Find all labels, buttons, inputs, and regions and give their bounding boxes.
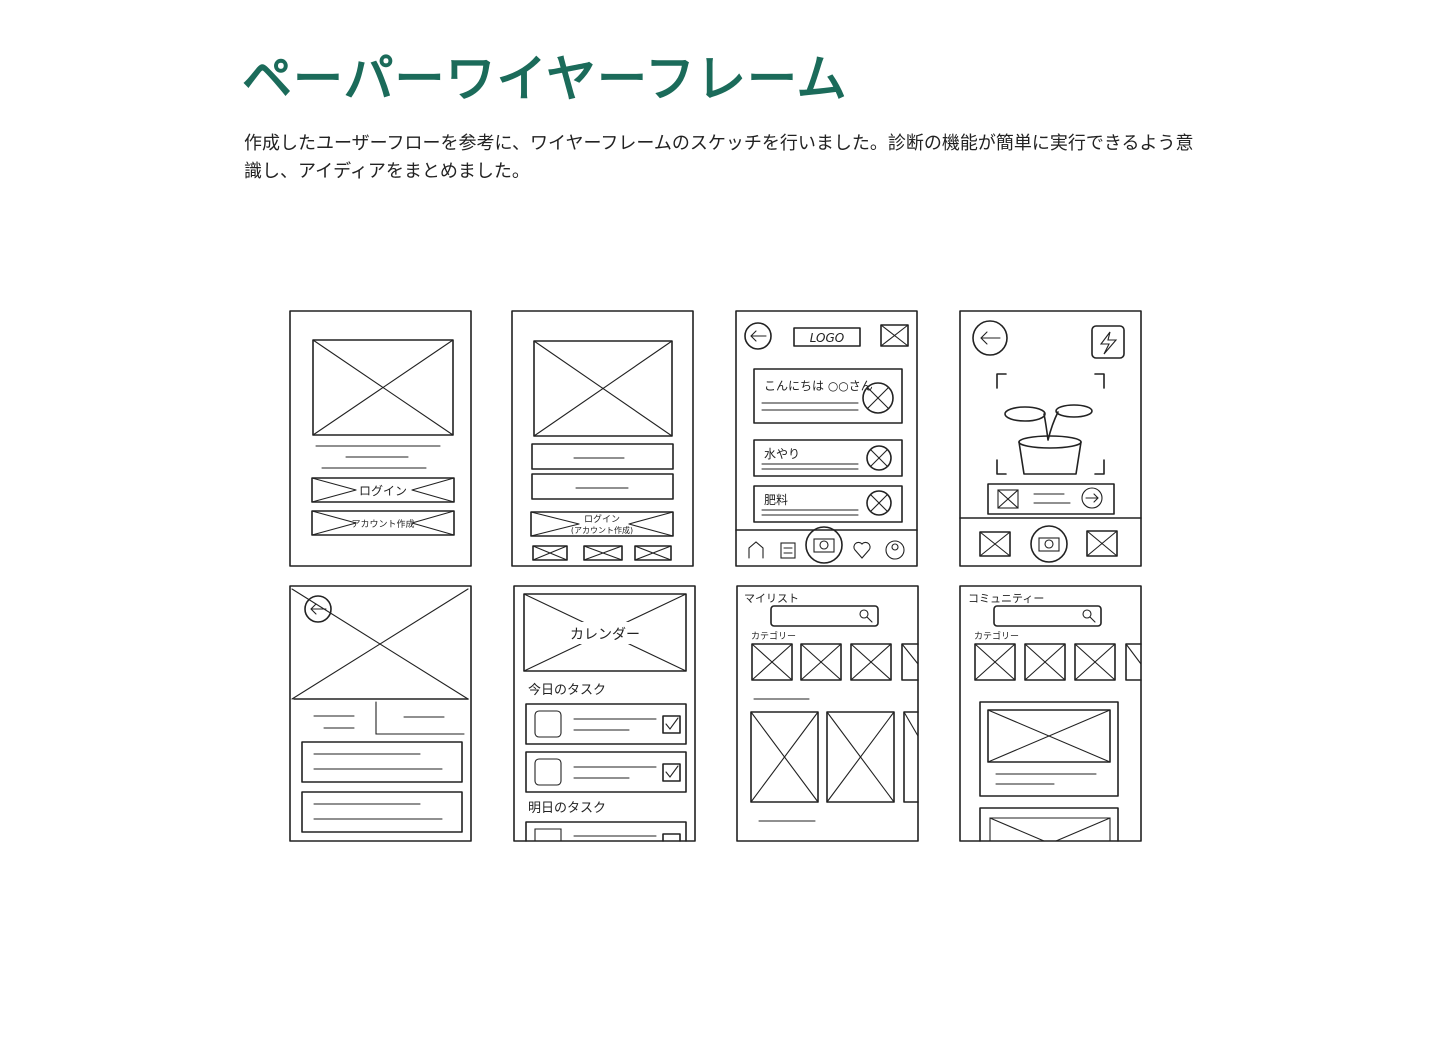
profile-icon xyxy=(885,540,905,560)
signup-button-sketch: アカウント作成 xyxy=(311,510,455,536)
phone-frame xyxy=(511,310,694,567)
back-icon xyxy=(744,322,772,350)
greeting-text: こんにちは ○○さん xyxy=(764,379,873,393)
task-row xyxy=(525,703,687,745)
search-bar-sketch xyxy=(770,605,879,627)
phone-frame xyxy=(513,585,696,842)
sketch-camera xyxy=(959,310,1142,567)
hero-image-placeholder xyxy=(291,588,469,700)
back-icon xyxy=(972,320,1008,356)
home-icon xyxy=(748,541,764,559)
login-button-sketch: ログイン xyxy=(311,477,455,503)
sketch-login: ログイン アカウント作成 xyxy=(289,310,472,567)
task-card-watering: 水やり xyxy=(753,439,903,477)
sketch-plant-detail xyxy=(289,585,472,842)
arrow-left-icon xyxy=(310,603,327,615)
checkbox-checked-icon xyxy=(665,765,679,778)
mylist-title: マイリスト xyxy=(744,592,799,605)
search-icon xyxy=(1082,609,1092,619)
task-card-fertilizer: 肥料 xyxy=(753,485,903,523)
signup-label: (アカウント作成) xyxy=(571,525,633,535)
category-label: カテゴリー xyxy=(751,630,796,642)
community-title: コミュニティー xyxy=(968,592,1044,605)
search-bar-sketch xyxy=(993,605,1102,627)
arrow-right-icon xyxy=(1081,487,1103,509)
phone-frame xyxy=(289,310,472,567)
task-row xyxy=(525,751,687,793)
heart-icon xyxy=(853,541,871,559)
viewfinder-corners xyxy=(996,373,1105,475)
sketch-my-list: マイリスト カテゴリー xyxy=(736,585,919,842)
list-icon xyxy=(780,542,796,559)
camera-button xyxy=(805,526,843,564)
login-button-sketch: ログイン (アカウント作成) xyxy=(530,511,674,537)
post-card xyxy=(979,701,1119,797)
input-sketch xyxy=(531,473,674,500)
tab-bar-sketch xyxy=(735,526,918,564)
calendar-label: カレンダー xyxy=(570,627,640,643)
info-card xyxy=(301,741,463,783)
search-icon xyxy=(859,609,869,619)
checkbox-checked-icon xyxy=(665,717,679,730)
sketch-login-form: ログイン (アカウント作成) xyxy=(511,310,694,567)
sketch-community: コミュニティー カテゴリー xyxy=(959,585,1142,842)
input-sketch xyxy=(531,443,674,470)
category-row xyxy=(974,643,1142,681)
tab-switch-sketch xyxy=(313,701,465,735)
sketch-home: LOGO こんにちは ○○さん 水やり 肥料 xyxy=(735,310,918,567)
phone-frame xyxy=(959,585,1142,842)
page-title: ペーパーワイヤーフレーム xyxy=(242,50,848,108)
plant-illustration xyxy=(1004,404,1093,475)
info-card xyxy=(301,791,463,833)
phone-frame xyxy=(959,310,1142,567)
task-icon xyxy=(866,445,892,471)
login-label: ログイン xyxy=(359,484,407,498)
greeting-card: こんにちは ○○さん xyxy=(753,368,903,424)
shutter-button xyxy=(1030,525,1068,563)
task-row xyxy=(525,821,687,842)
logo-box xyxy=(793,327,861,347)
social-buttons-sketch xyxy=(532,545,672,561)
image-placeholder xyxy=(312,339,454,436)
calendar-placeholder: カレンダー xyxy=(523,593,687,672)
wireframe-sketches: ログイン アカウント作成 ログイン (アカウント作成 xyxy=(284,306,1154,855)
arrow-left-icon xyxy=(750,330,767,342)
image-icon xyxy=(880,324,909,347)
arrow-left-icon xyxy=(980,331,1001,345)
image-placeholder xyxy=(533,340,673,437)
post-card xyxy=(979,807,1119,842)
plant-grid xyxy=(750,711,919,803)
flash-icon xyxy=(1099,331,1118,355)
task-icon xyxy=(866,490,892,516)
phone-frame xyxy=(736,585,919,842)
today-heading: 今日のタスク xyxy=(528,682,606,698)
sketch-calendar: カレンダー 今日のタスク 明日のタスク xyxy=(513,585,696,842)
wireframe-sketches-svg: ログイン アカウント作成 ログイン (アカウント作成 xyxy=(289,310,1142,842)
task-label: 水やり xyxy=(764,447,800,461)
camera-icon xyxy=(1038,537,1060,552)
result-bar-sketch xyxy=(987,483,1115,515)
phone-frame xyxy=(735,310,918,567)
back-icon xyxy=(304,595,332,623)
login-label: ログイン xyxy=(584,513,620,525)
plant-icon xyxy=(862,382,894,414)
flash-button xyxy=(1091,325,1125,359)
page-description: 作成したユーザーフローを参考に、ワイヤーフレームのスケッチを行いました。診断の機… xyxy=(244,133,1194,182)
task-label: 肥料 xyxy=(764,493,788,507)
logo-text: LOGO xyxy=(810,331,845,345)
phone-frame xyxy=(289,585,472,842)
signup-label: アカウント作成 xyxy=(351,518,414,530)
camera-tab-bar xyxy=(979,525,1118,563)
camera-icon xyxy=(813,538,835,553)
category-label: カテゴリー xyxy=(974,630,1019,642)
category-row xyxy=(751,643,919,681)
tomorrow-heading: 明日のタスク xyxy=(528,801,606,816)
